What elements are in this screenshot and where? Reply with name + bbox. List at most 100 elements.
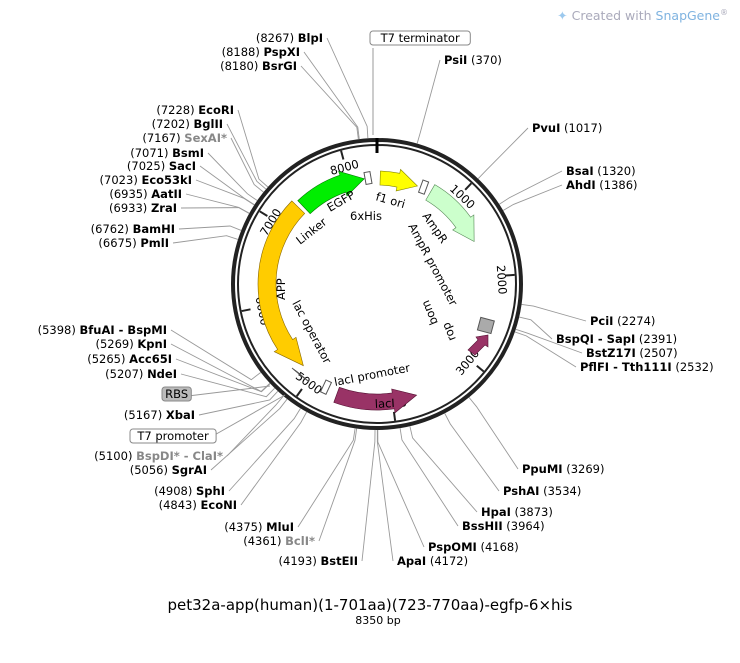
paren: ( <box>87 352 92 366</box>
enzyme-label: (7071) BsmI <box>130 146 204 160</box>
paren: ) <box>158 408 166 422</box>
enzyme-site-kpni[interactable]: (5269) KpnI <box>95 337 271 392</box>
enzyme-position: 4843 <box>163 498 192 512</box>
6xhis-feature <box>363 170 373 186</box>
paren: ( <box>95 337 100 351</box>
enzyme-site-psii[interactable]: PsiI (370) <box>416 53 502 144</box>
paren: ( <box>539 484 547 498</box>
enzyme-leader-line <box>303 51 360 140</box>
enzyme-site-bsrgi[interactable]: (8180) BsrGI <box>220 59 359 140</box>
enzyme-leader-line <box>399 428 459 527</box>
enzyme-site-bspdi-clai-[interactable]: (5100) BspDI* - ClaI* <box>94 395 284 463</box>
enzyme-name: SphI <box>196 484 225 498</box>
enzyme-name: ZraI <box>151 201 177 215</box>
enzyme-label: HpaI (3873) <box>481 505 553 519</box>
enzyme-site-bsmi[interactable]: (7071) BsmI <box>130 146 258 201</box>
enzyme-site-econi[interactable]: (4843) EcoNI <box>159 411 308 512</box>
paren: ( <box>156 103 161 117</box>
enzyme-position: 1320 <box>602 164 631 178</box>
paren: ( <box>560 121 568 135</box>
enzyme-leader-line <box>226 123 267 190</box>
paren: ( <box>220 59 225 73</box>
enzyme-site-pcii[interactable]: PciI (2274) <box>521 303 656 328</box>
enzyme-site-aatii[interactable]: (6935) AatII <box>109 187 250 214</box>
enzyme-name: NdeI <box>147 367 177 381</box>
enzyme-site-sexai-[interactable]: (7167) SexAI* <box>142 131 264 193</box>
enzyme-site-pvui[interactable]: PvuI (1017) <box>477 121 602 180</box>
enzyme-site-zrai[interactable]: (6933) ZraI <box>109 201 250 215</box>
bom-feature <box>476 316 495 335</box>
enzyme-site-sphi[interactable]: (4908) SphI <box>154 408 301 498</box>
enzyme-name: BamHI <box>133 222 175 236</box>
enzyme-name: BlpI <box>298 31 323 45</box>
enzyme-site-saci[interactable]: (7025) SacI <box>127 159 255 206</box>
enzyme-site-bsai[interactable]: BsaI (1320) <box>499 164 636 205</box>
enzyme-name: BglII <box>194 117 224 131</box>
enzyme-site-pspomi[interactable]: PspOMI (4168) <box>377 429 519 554</box>
enzyme-leader-line <box>361 429 376 562</box>
paren: ( <box>596 178 604 192</box>
tick-mark <box>476 365 485 373</box>
enzyme-label: (4361) BclI* <box>243 534 315 548</box>
enzyme-label: (8180) BsrGI <box>220 59 297 73</box>
enzyme-site-bstz17i[interactable]: BstZ17I (2507) <box>515 328 678 360</box>
enzyme-site-pshai[interactable]: PshAI (3534) <box>444 413 582 498</box>
enzyme-site-bglii[interactable]: (7202) BglII <box>152 117 267 190</box>
enzyme-position: 1386 <box>604 178 633 192</box>
enzyme-label: (5167) XbaI <box>124 408 195 422</box>
enzyme-site-bamhi[interactable]: (6762) BamHI <box>91 222 242 236</box>
enzyme-site-sgrai[interactable]: (5056) SgrAI <box>130 398 288 477</box>
enzyme-position: 2507 <box>644 346 673 360</box>
enzyme-site-ahdi[interactable]: AhdI (1386) <box>502 178 638 211</box>
enzyme-leader-line <box>326 37 369 139</box>
enzyme-site-pflfi-tth111i[interactable]: PflFI - Tth111I (2532) <box>514 331 714 374</box>
paren: ) <box>133 173 141 187</box>
enzyme-site-mlui[interactable]: (4375) MluI <box>224 428 356 534</box>
paren: ) <box>132 236 140 250</box>
enzyme-label: PvuI (1017) <box>532 121 602 135</box>
enzyme-site-pspxi[interactable]: (8188) PspXI <box>222 45 360 140</box>
enzyme-site-bfuai-bspmi[interactable]: (5398) BfuAI - BspMI <box>38 323 262 381</box>
enzyme-label: (7228) EcoRI <box>156 103 234 117</box>
paren: ) <box>277 534 285 548</box>
paren: ) <box>514 540 519 554</box>
enzyme-name: PvuI <box>532 121 560 135</box>
paren: ) <box>312 554 320 568</box>
enzyme-site-eco53ki[interactable]: (7023) Eco53kI <box>100 173 255 206</box>
paren: ) <box>121 352 129 366</box>
paren: ( <box>38 323 43 337</box>
enzyme-site-xbai[interactable]: (5167) XbaI <box>124 390 279 422</box>
enzyme-site-bspqi-sapi[interactable]: BspQI - SapI (2391) <box>519 316 677 346</box>
enzyme-site-bsshii[interactable]: BssHII (3964) <box>399 428 545 533</box>
enzyme-site-bcli-[interactable]: (4361) BclI* <box>243 428 358 548</box>
feature-box <box>369 30 471 46</box>
enzyme-name: EcoRI <box>198 103 234 117</box>
rop-feature-arrow <box>467 334 489 356</box>
enzyme-label: (4375) MluI <box>224 520 294 534</box>
enzyme-site-ppumi[interactable]: PpuMI (3269) <box>468 397 605 476</box>
enzyme-site-blpi[interactable]: (8267) BlpI <box>256 31 369 139</box>
paren: ( <box>222 45 227 59</box>
enzyme-site-apai[interactable]: ApaI (4172) <box>376 429 468 568</box>
enzyme-leader-line <box>499 170 563 205</box>
enzyme-name: BspQI - SapI <box>556 332 635 346</box>
enzyme-site-pmli[interactable]: (6675) PmlI <box>98 235 239 250</box>
enzyme-site-bsteii[interactable]: (4193) BstEII <box>279 429 376 568</box>
enzyme-site-ndei[interactable]: (5207) NdeI <box>105 367 276 398</box>
enzyme-name: BsaI <box>566 164 594 178</box>
enzyme-site-ecori[interactable]: (7228) EcoRI <box>156 103 269 188</box>
enzyme-site-acc65i[interactable]: (5265) Acc65I <box>87 352 271 393</box>
enzyme-name: XbaI <box>166 408 195 422</box>
paren: ) <box>176 131 184 145</box>
enzyme-leader-line <box>175 358 271 393</box>
enzyme-name: PpuMI <box>522 462 563 476</box>
enzyme-name: MluI <box>266 520 294 534</box>
enzyme-position: 3534 <box>548 484 577 498</box>
enzyme-position: 3964 <box>511 519 540 533</box>
snapgene-logo-icon: ✦ <box>557 8 568 24</box>
paren: ) <box>540 519 545 533</box>
enzyme-site-hpai[interactable]: HpaI (3873) <box>409 426 553 519</box>
enzyme-name: KpnI <box>137 337 167 351</box>
enzyme-name: AatII <box>151 187 182 201</box>
ampr-promoter-feature <box>417 179 430 195</box>
